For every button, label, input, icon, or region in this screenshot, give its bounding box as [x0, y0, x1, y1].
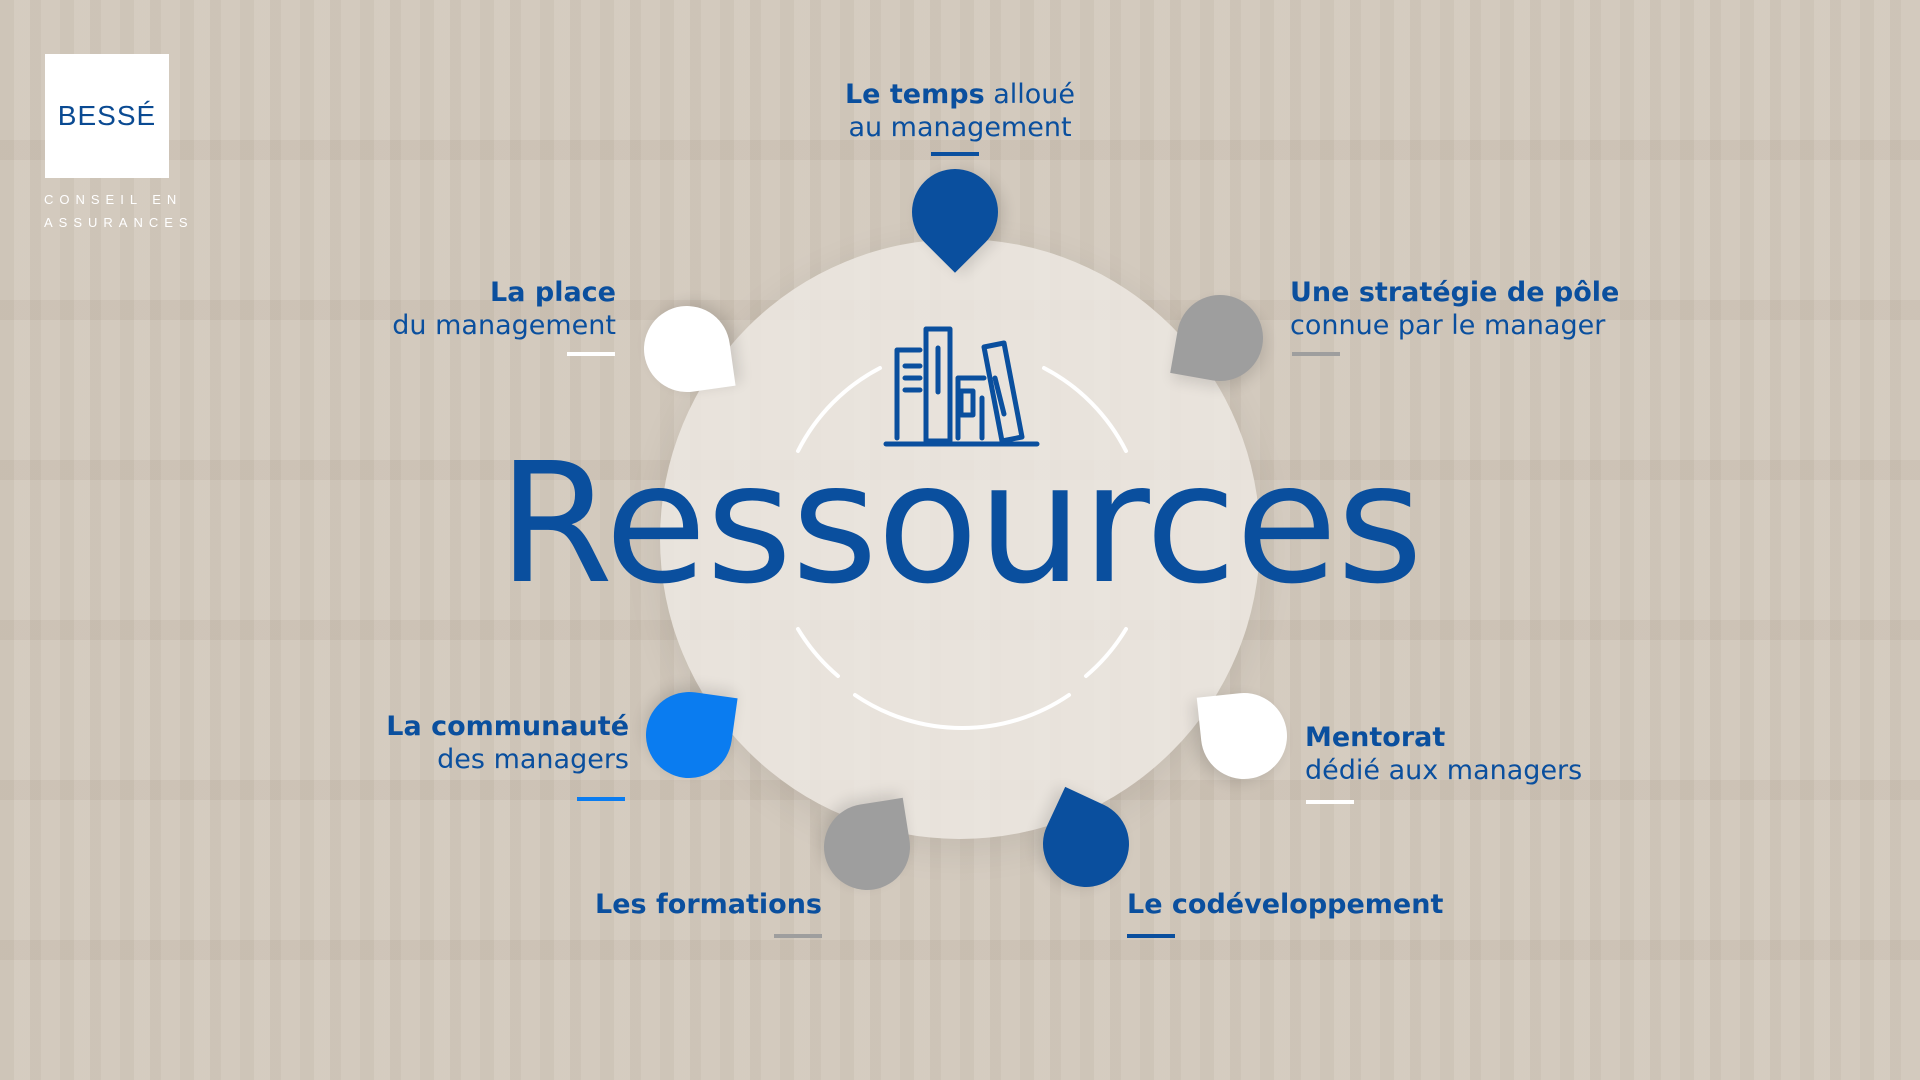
label-line2: du management [392, 310, 616, 341]
underline-codeveloppement [1127, 934, 1175, 938]
logo-tagline-2: ASSURANCES [44, 215, 194, 230]
label-bold: Le temps [844, 79, 985, 110]
books-icon [883, 326, 1040, 447]
label-bold: La communauté [386, 711, 629, 742]
label-formations: Les formations [595, 888, 822, 921]
underline-formations [774, 934, 822, 938]
label-place: La place du management [392, 276, 616, 342]
arc-top-left [796, 366, 882, 453]
label-line2: dédié aux managers [1305, 755, 1583, 786]
label-line2: des managers [437, 744, 629, 775]
arc-bottom [853, 693, 1071, 730]
underline-temps [931, 152, 979, 156]
underline-place [567, 352, 615, 356]
label-rest: alloué [993, 79, 1076, 110]
label-bold: Le codéveloppement [1127, 889, 1444, 920]
logo-text: BESSÉ [57, 100, 157, 131]
besse-logo: BESSÉ [45, 54, 169, 178]
label-bold: Les formations [595, 889, 822, 920]
label-line2: connue par le manager [1290, 310, 1606, 341]
label-bold: Une stratégie de pôle [1290, 277, 1620, 308]
label-strategie: Une stratégie de pôle connue par le mana… [1290, 276, 1619, 342]
label-line2: au management [848, 112, 1072, 143]
arc-top-right [1042, 366, 1128, 453]
underline-mentorat [1306, 800, 1354, 804]
central-circle [660, 239, 1260, 839]
label-bold: Mentorat [1305, 722, 1446, 753]
arc-bottom-right [1084, 627, 1128, 678]
underline-strategie [1292, 352, 1340, 356]
label-bold: La place [490, 277, 616, 308]
main-title: Ressources [497, 428, 1423, 621]
logo-tagline-1: CONSEIL EN [44, 192, 183, 207]
arc-bottom-left [796, 627, 840, 678]
label-communaute: La communauté des managers [386, 710, 629, 776]
label-codeveloppement: Le codéveloppement [1127, 888, 1443, 921]
underline-communaute [577, 797, 625, 801]
label-temps: Le temps alloué au management [760, 78, 1160, 144]
label-mentorat: Mentorat dédié aux managers [1305, 721, 1582, 787]
